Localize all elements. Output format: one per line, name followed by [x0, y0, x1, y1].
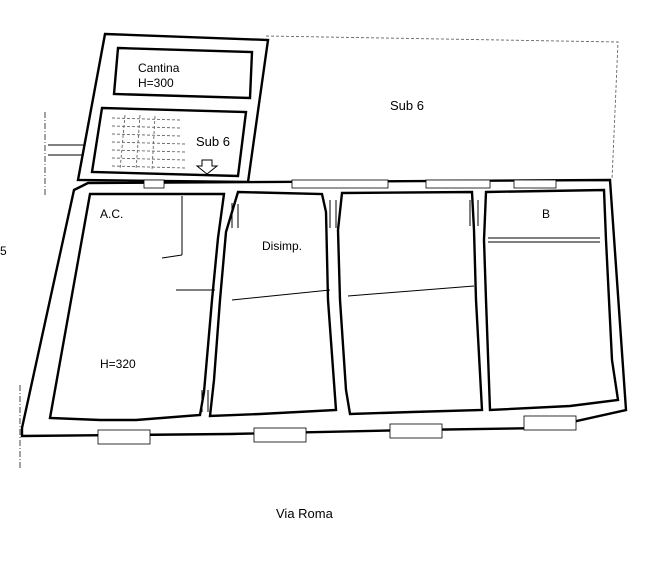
- room-b: [482, 188, 620, 412]
- h320-label: H=320: [100, 357, 136, 371]
- door-markers: [201, 200, 479, 412]
- disimp-label: Disimp.: [262, 239, 302, 253]
- street-label: Via Roma: [276, 506, 334, 521]
- cantina-height-label: H=300: [138, 76, 174, 90]
- cantina-room: [112, 46, 254, 100]
- ac-label: A.C.: [100, 207, 123, 221]
- edge-fragment-label: 5: [0, 244, 7, 258]
- sub6-upper-label: Sub 6: [390, 98, 424, 113]
- room-middle: [336, 190, 484, 416]
- partition-lines: [161, 196, 600, 301]
- entrance-arrow-icon: [195, 159, 219, 175]
- stair-room: [90, 106, 248, 178]
- b-label: B: [542, 207, 550, 221]
- outdoor-area-boundary: [265, 35, 619, 181]
- cantina-label: Cantina: [138, 61, 180, 75]
- room-disimp: [208, 190, 338, 418]
- rear-windows: [143, 179, 557, 189]
- sub6-stair-label: Sub 6: [196, 134, 230, 149]
- front-windows: [97, 415, 577, 445]
- stair-treads: [111, 114, 186, 171]
